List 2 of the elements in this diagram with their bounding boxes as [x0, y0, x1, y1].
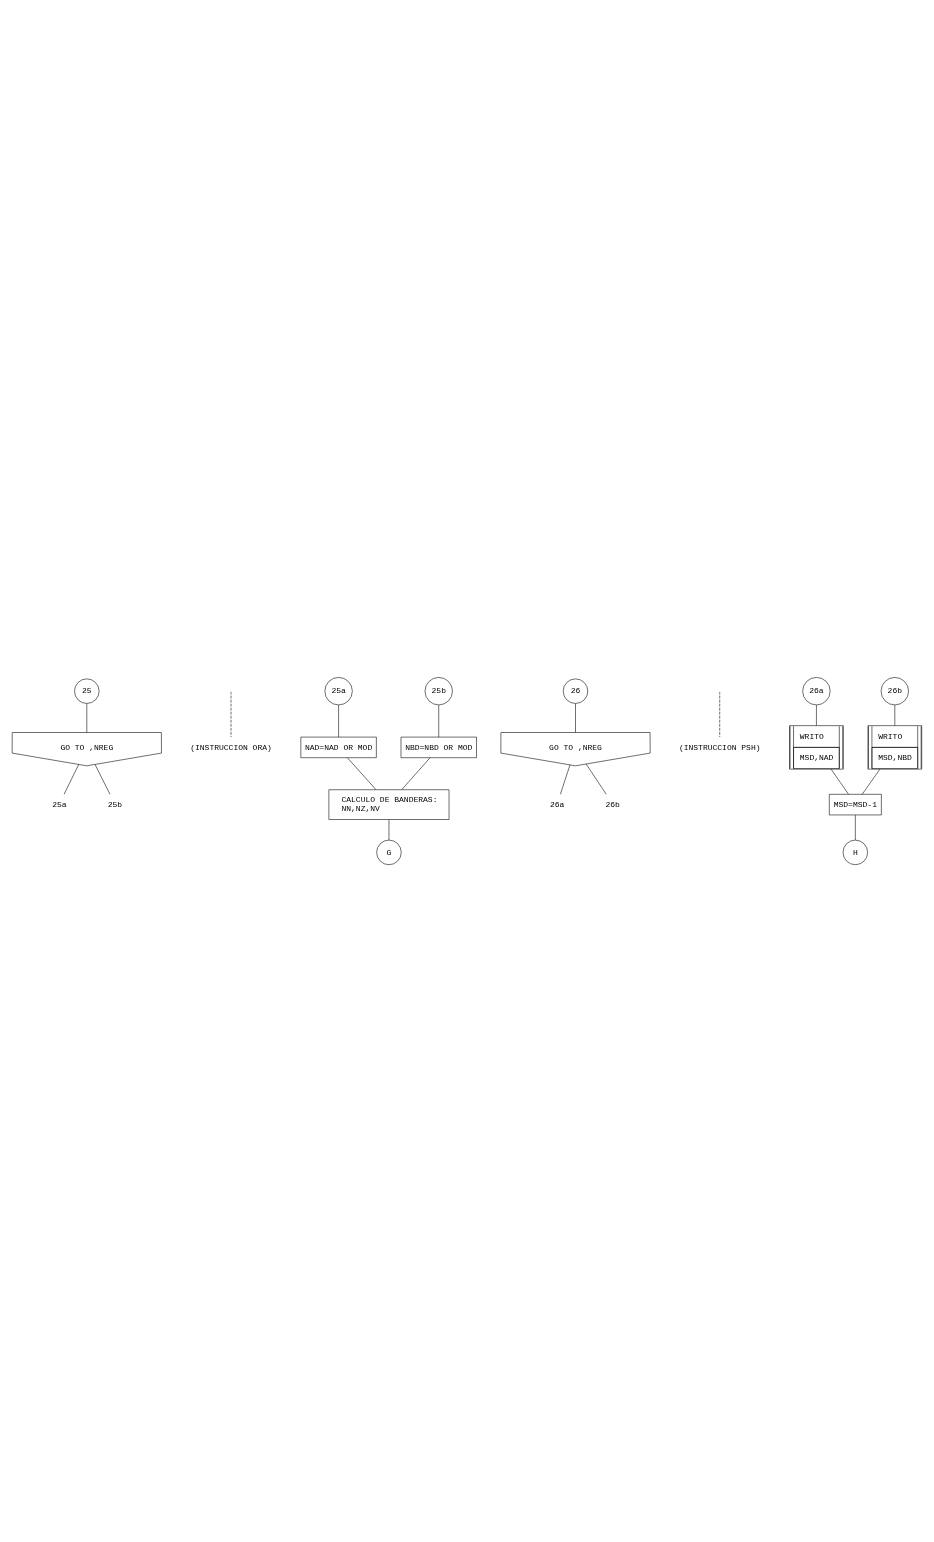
- connector: [575, 703, 576, 733]
- connector: [585, 763, 607, 795]
